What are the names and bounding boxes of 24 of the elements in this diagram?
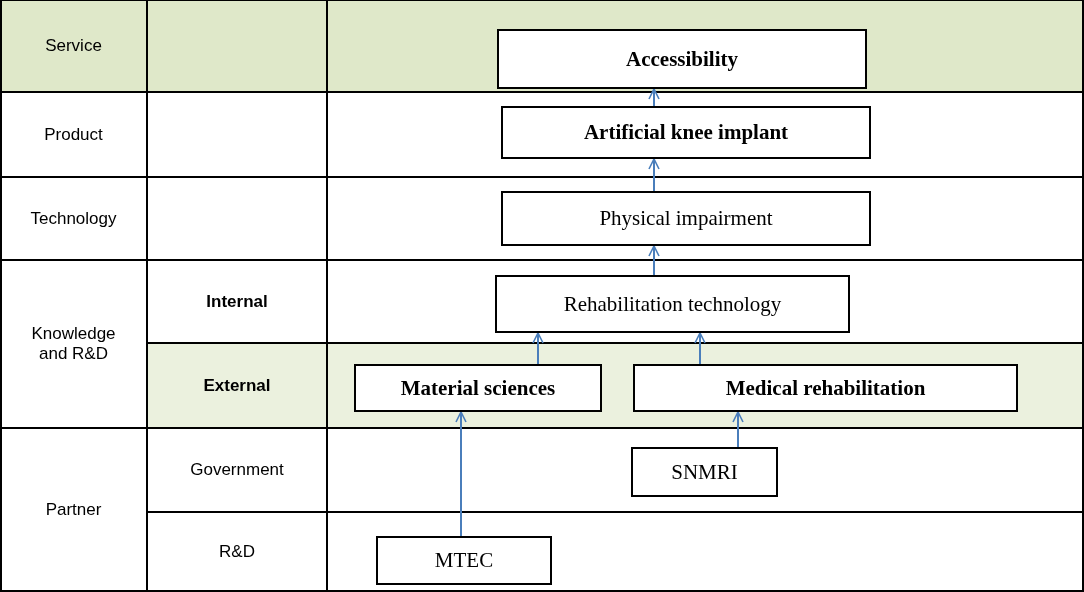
arrow — [732, 411, 744, 448]
concept-box: Physical impairment — [501, 191, 871, 246]
concept-box: SNMRI — [631, 447, 778, 497]
concept-box: Accessibility — [497, 29, 867, 89]
arrow — [648, 158, 660, 192]
arrow — [648, 245, 660, 276]
arrow — [648, 88, 660, 107]
row-header: Internal — [205, 290, 269, 313]
concept-box: Material sciences — [354, 364, 602, 412]
arrow — [532, 332, 544, 365]
row-header: Service — [44, 35, 103, 57]
arrow — [455, 411, 467, 537]
concept-box: MTEC — [376, 536, 552, 585]
row-header: Knowledge and R&D — [30, 323, 117, 365]
arrow — [694, 332, 706, 365]
concept-box: Artificial knee implant — [501, 106, 871, 159]
row-header: Technology — [29, 207, 118, 230]
row-header: Partner — [44, 499, 103, 521]
row-header: Product — [43, 123, 104, 146]
row-header: Government — [189, 459, 285, 481]
concept-box: Rehabilitation technology — [495, 275, 850, 333]
row-header: R&D — [218, 541, 256, 563]
row-header: External — [202, 374, 272, 397]
concept-box: Medical rehabilitation — [633, 364, 1018, 412]
